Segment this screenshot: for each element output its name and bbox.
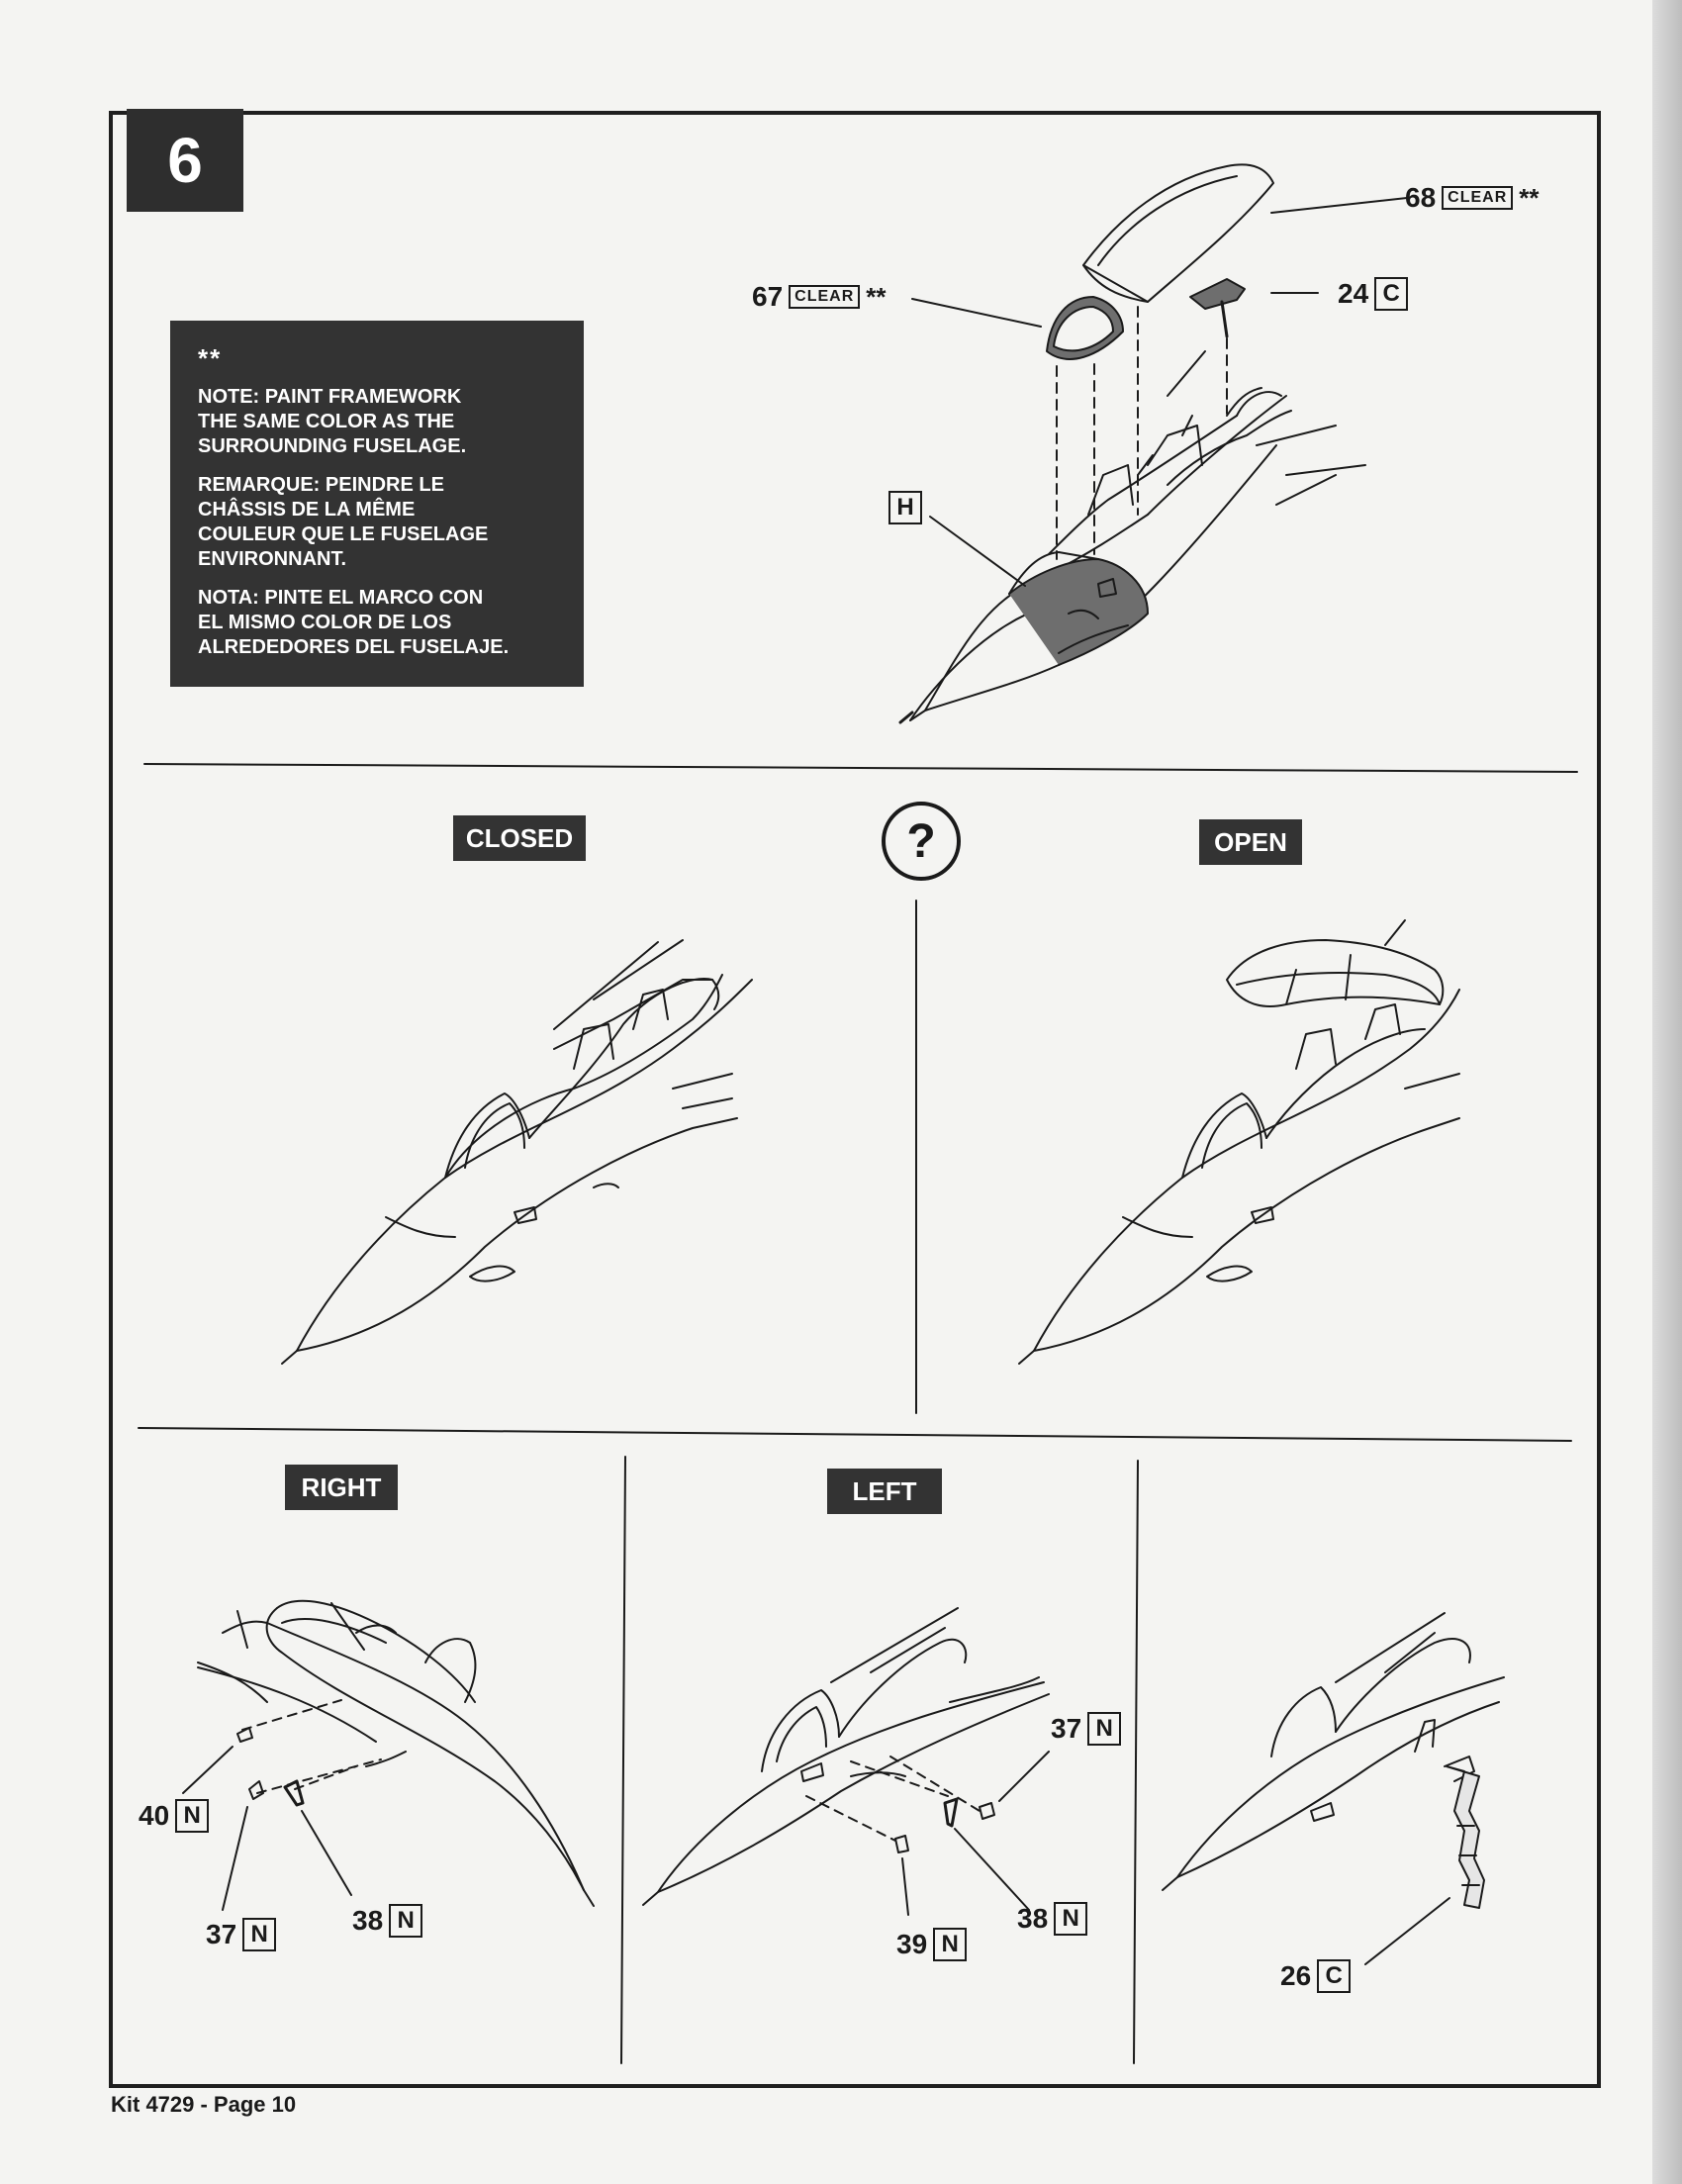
alignment-lines-right xyxy=(241,1699,382,1794)
right-small-parts xyxy=(182,1727,352,1911)
part-tree-letter: C xyxy=(1317,1959,1352,1993)
paint-stars: ** xyxy=(1519,182,1540,213)
callout-part-39: 39 N xyxy=(896,1928,968,1961)
part-tree-letter: H xyxy=(888,491,922,524)
note-stars: ** xyxy=(198,343,223,373)
question-circle xyxy=(882,802,961,881)
leader-h xyxy=(929,516,1026,587)
part-number: 67 xyxy=(752,281,784,312)
callout-part-67: 67 CLEAR ** xyxy=(752,281,887,313)
part-number: 38 xyxy=(352,1905,384,1936)
main-fuselage-drawing xyxy=(898,350,1366,724)
closed-canopy-drawing xyxy=(281,939,753,1365)
callout-part-26: 26 C xyxy=(1280,1959,1352,1993)
part-tree-letter: N xyxy=(175,1799,210,1833)
part-number: 26 xyxy=(1280,1960,1312,1991)
step-number-badge: 6 xyxy=(127,109,243,212)
left-label: LEFT xyxy=(827,1469,942,1514)
paper-edge xyxy=(1652,0,1682,2184)
part-number: 68 xyxy=(1405,182,1437,213)
part-tree-letter: N xyxy=(242,1918,277,1951)
step-frame xyxy=(109,111,1601,2088)
paint-stars: ** xyxy=(866,281,887,312)
part-tree-letter: N xyxy=(389,1904,423,1938)
windscreen-part-67 xyxy=(911,296,1124,360)
callout-part-24: 24 C xyxy=(1338,277,1409,311)
closed-label: CLOSED xyxy=(453,815,586,861)
divider-left-detail xyxy=(1133,1460,1139,2064)
open-canopy-drawing xyxy=(1018,919,1460,1365)
note-spanish: NOTA: PINTE EL MARCO CON EL MISMO COLOR … xyxy=(198,587,510,658)
paint-note-box: ** NOTE: PAINT FRAMEWORK THE SAME COLOR … xyxy=(170,321,584,687)
right-side-drawing xyxy=(197,1599,595,1907)
canopy-part-68 xyxy=(1082,163,1408,303)
part-tree-letter: C xyxy=(1374,277,1409,311)
note-french: REMARQUE: PEINDRE LE CHÂSSIS DE LA MÊME … xyxy=(198,474,489,570)
open-label: OPEN xyxy=(1199,819,1302,865)
divider-top xyxy=(143,763,1578,773)
part-number: 38 xyxy=(1017,1903,1049,1934)
page-footer: Kit 4729 - Page 10 xyxy=(111,2092,297,2117)
part-number: 37 xyxy=(206,1919,237,1949)
note-english: NOTE: PAINT FRAMEWORK THE SAME COLOR AS … xyxy=(198,386,467,457)
alignment-lines-main xyxy=(1056,306,1228,560)
callout-part-h: H xyxy=(888,491,922,524)
part-number: 39 xyxy=(896,1929,928,1959)
part-number: 40 xyxy=(139,1800,170,1831)
callout-part-40: 40 N xyxy=(139,1799,210,1833)
callout-part-38-right: 38 N xyxy=(352,1904,423,1938)
callout-part-37-left: 37 N xyxy=(1051,1712,1122,1746)
clear-tag: CLEAR xyxy=(789,285,861,309)
part-tree-letter: N xyxy=(1054,1902,1088,1936)
detail-ladder-drawing xyxy=(1162,1612,1505,1965)
part-tree-letter: N xyxy=(1087,1712,1122,1746)
part-number: 37 xyxy=(1051,1713,1082,1744)
clear-tag: CLEAR xyxy=(1442,186,1514,210)
seat-handle-part-24 xyxy=(1189,278,1319,338)
question-mark: ? xyxy=(906,814,936,868)
callout-part-37-right: 37 N xyxy=(206,1918,277,1951)
left-small-parts xyxy=(894,1751,1050,1916)
divider-bottom xyxy=(138,1427,1572,1442)
alignment-lines-left xyxy=(805,1756,981,1842)
part-number: 24 xyxy=(1338,278,1369,309)
callout-part-38-left: 38 N xyxy=(1017,1902,1088,1936)
divider-right-left xyxy=(620,1456,626,2064)
left-side-drawing xyxy=(642,1607,1050,1906)
callout-part-68: 68 CLEAR ** xyxy=(1405,182,1540,214)
part-tree-letter: N xyxy=(933,1928,968,1961)
right-label: RIGHT xyxy=(285,1465,398,1510)
